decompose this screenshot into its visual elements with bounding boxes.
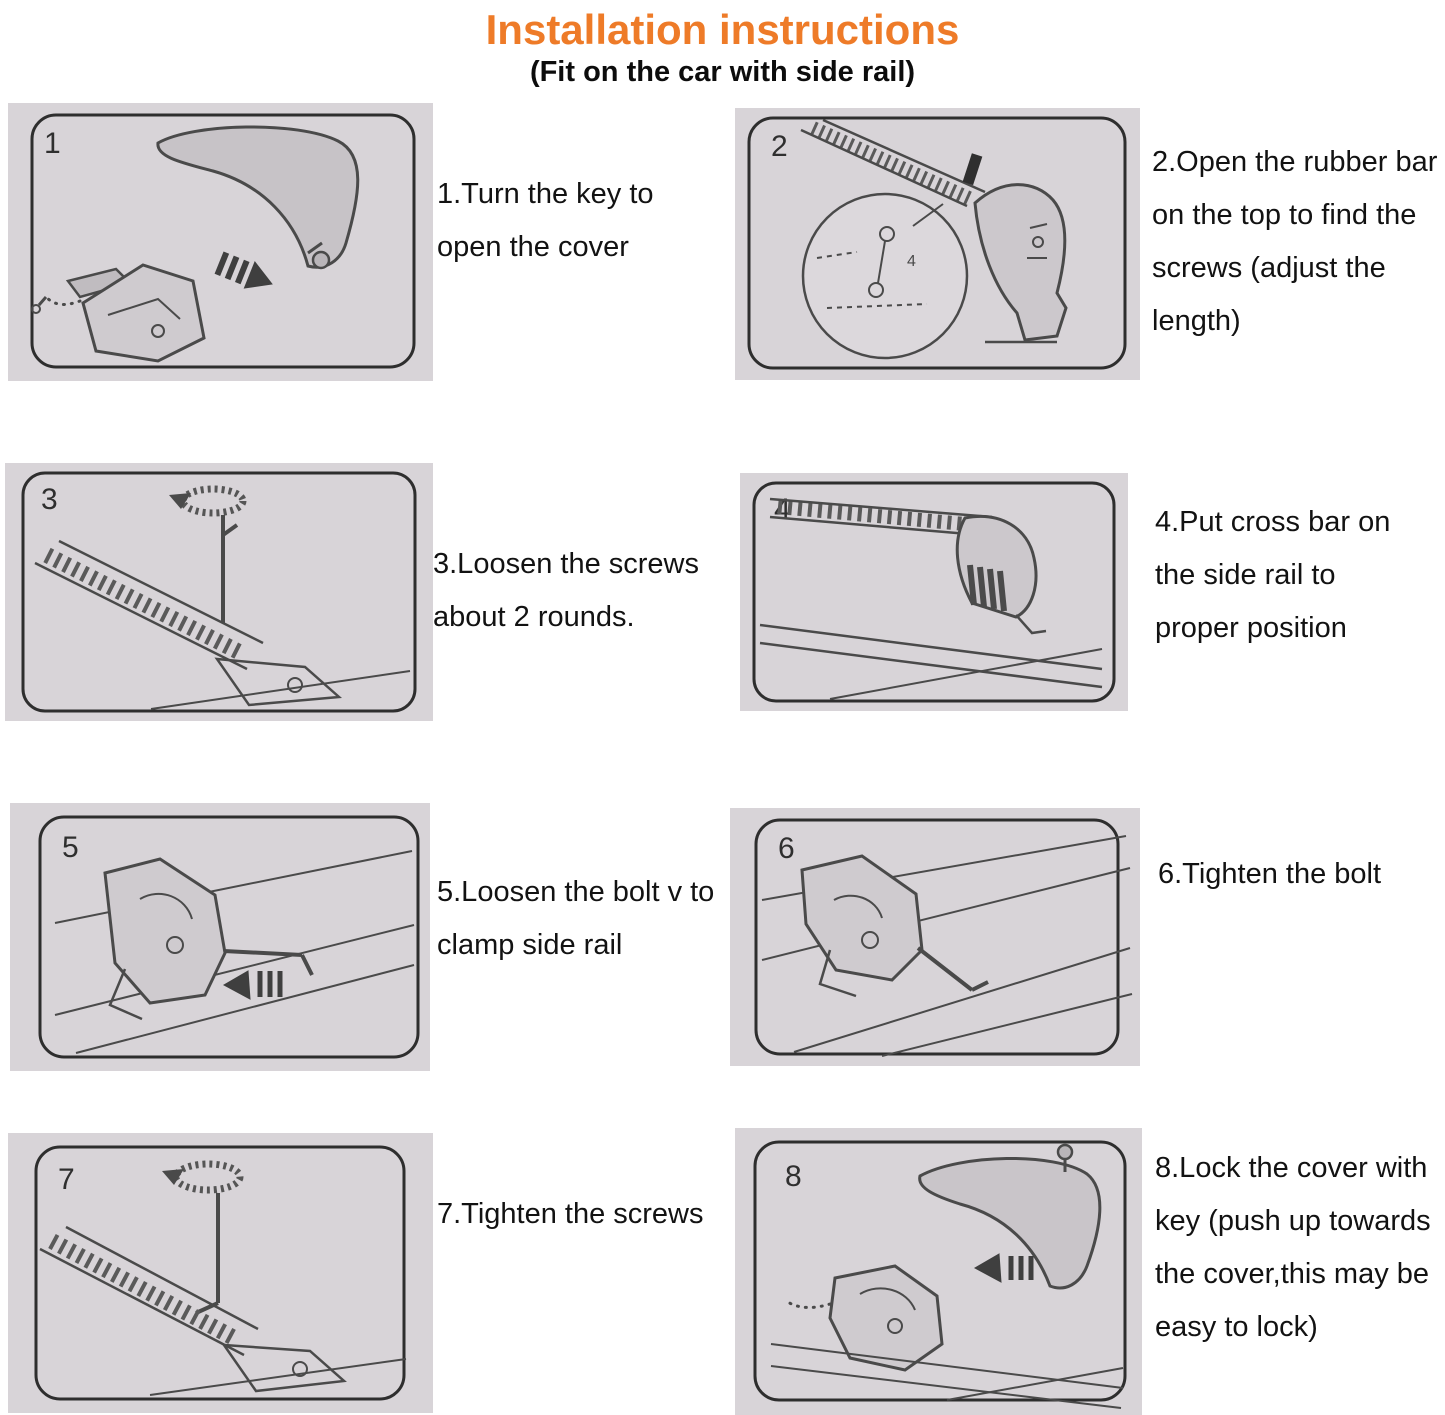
step-2-illustration: 2 4	[747, 116, 1127, 370]
page-subtitle: (Fit on the car with side rail)	[529, 56, 916, 88]
step-4-caption: 4.Put cross bar on the side rail to prop…	[1155, 506, 1391, 644]
step-4-illustration: 4	[752, 481, 1116, 703]
svg-text:4: 4	[907, 253, 916, 270]
step-6-illustration: 6	[754, 818, 1133, 1057]
step-3-panel: 3	[5, 463, 433, 721]
step-1-panel: 1	[8, 103, 433, 381]
step-8-panel: 8	[735, 1128, 1142, 1415]
step-3-illustration: 3	[21, 471, 417, 713]
step-7-caption: 7.Tighten the screws	[437, 1198, 704, 1230]
step-5-number: 5	[62, 831, 79, 864]
step-4-panel: 4	[740, 473, 1128, 711]
step-8-illustration: 8	[753, 1140, 1127, 1409]
step-2-number: 2	[771, 130, 788, 163]
step-1-caption: 1.Turn the key to open the cover	[437, 178, 654, 263]
step-7-illustration: 7	[34, 1145, 407, 1401]
step-8-caption: 8.Lock the cover with key (push up towar…	[1155, 1152, 1431, 1343]
step-6-caption: 6.Tighten the bolt	[1158, 858, 1382, 890]
step-6-number: 6	[778, 832, 795, 865]
step-5-illustration: 5	[38, 815, 420, 1059]
page-title: Installation instructions	[485, 6, 960, 53]
step-3-number: 3	[41, 483, 58, 516]
step-7-number: 7	[58, 1163, 75, 1196]
step-1-number: 1	[44, 127, 61, 160]
step-5-caption: 5.Loosen the bolt v to clamp side rail	[437, 876, 715, 961]
step-1-illustration: 1	[30, 113, 416, 369]
step-2-caption: 2.Open the rubber bar on the top to find…	[1152, 146, 1438, 337]
step-2-panel: 2 4	[735, 108, 1140, 380]
step-7-panel: 7	[8, 1133, 433, 1413]
step-3-caption: 3.Loosen the screws about 2 rounds.	[433, 548, 699, 633]
step-5-panel: 5	[10, 803, 430, 1071]
step-8-number: 8	[785, 1160, 802, 1193]
step-6-panel: 6	[730, 808, 1140, 1066]
